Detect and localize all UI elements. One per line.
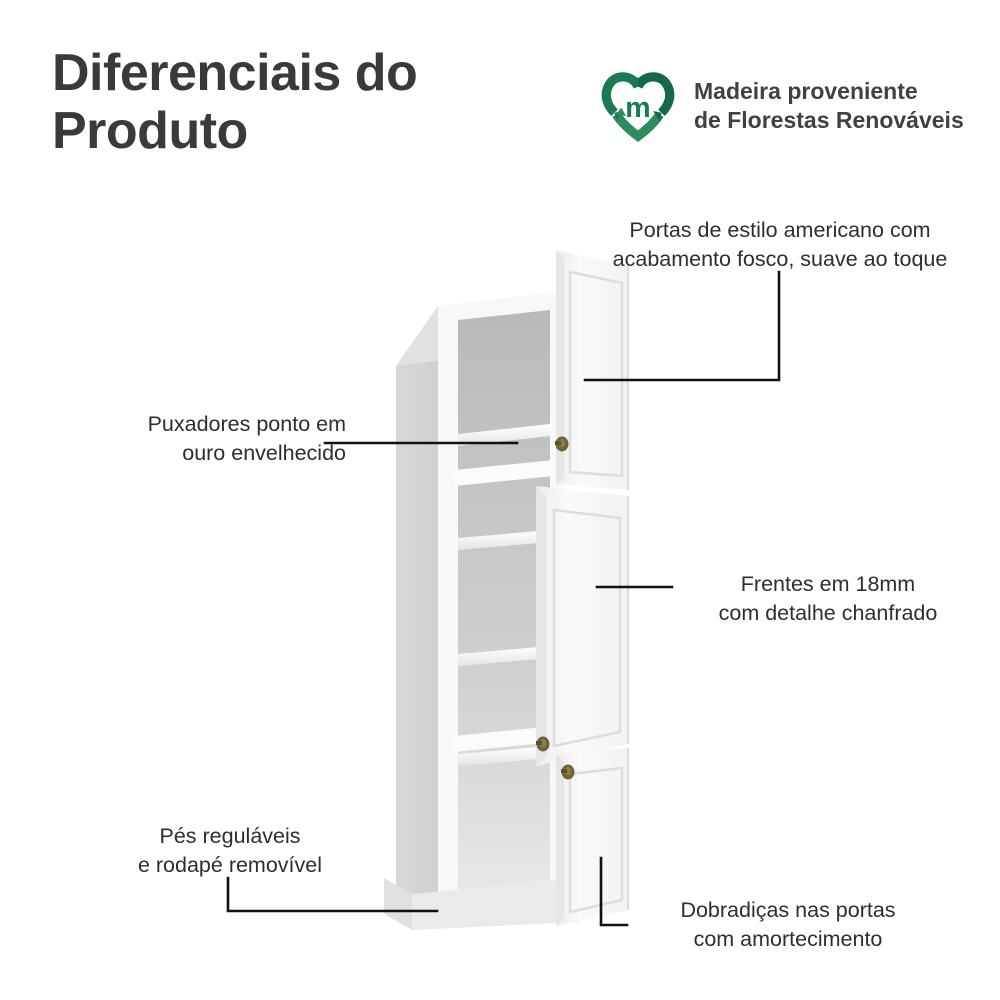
door-knob-middle: [536, 736, 550, 752]
callout-handles-text: Puxadores ponto em ouro envelhecido: [147, 412, 346, 465]
callout-doors-text: Portas de estilo americano com acabament…: [612, 218, 948, 271]
door-knob-lower: [561, 764, 575, 780]
callout-fronts-text: Frentes em 18mm com detalhe chanfrado: [718, 572, 938, 625]
cabinet-rails: [454, 460, 554, 752]
certification-seal: m Madeira proveniente de Florestas Renov…: [596, 64, 964, 148]
cabinet-door-upper: [556, 250, 629, 490]
cabinet-plinth-front: [412, 878, 578, 930]
callout-feet-text: Pés reguláveis e rodapé removível: [137, 824, 323, 877]
door-knob-upper: [555, 436, 569, 452]
door-knobs: [536, 436, 575, 780]
callout-hinges-text: Dobradiças nas portas com amortecimento: [680, 898, 896, 951]
svg-text:m: m: [625, 92, 650, 124]
cabinet-door-middle: [536, 486, 629, 766]
cabinet-illustration: [378, 238, 640, 930]
certification-seal-label: Madeira proveniente de Florestas Renováv…: [694, 77, 964, 133]
page-title: Diferenciais do Produto: [52, 44, 418, 161]
cabinet-side-panel: [396, 306, 438, 928]
recycling-heart-logo-icon: m: [596, 64, 680, 148]
